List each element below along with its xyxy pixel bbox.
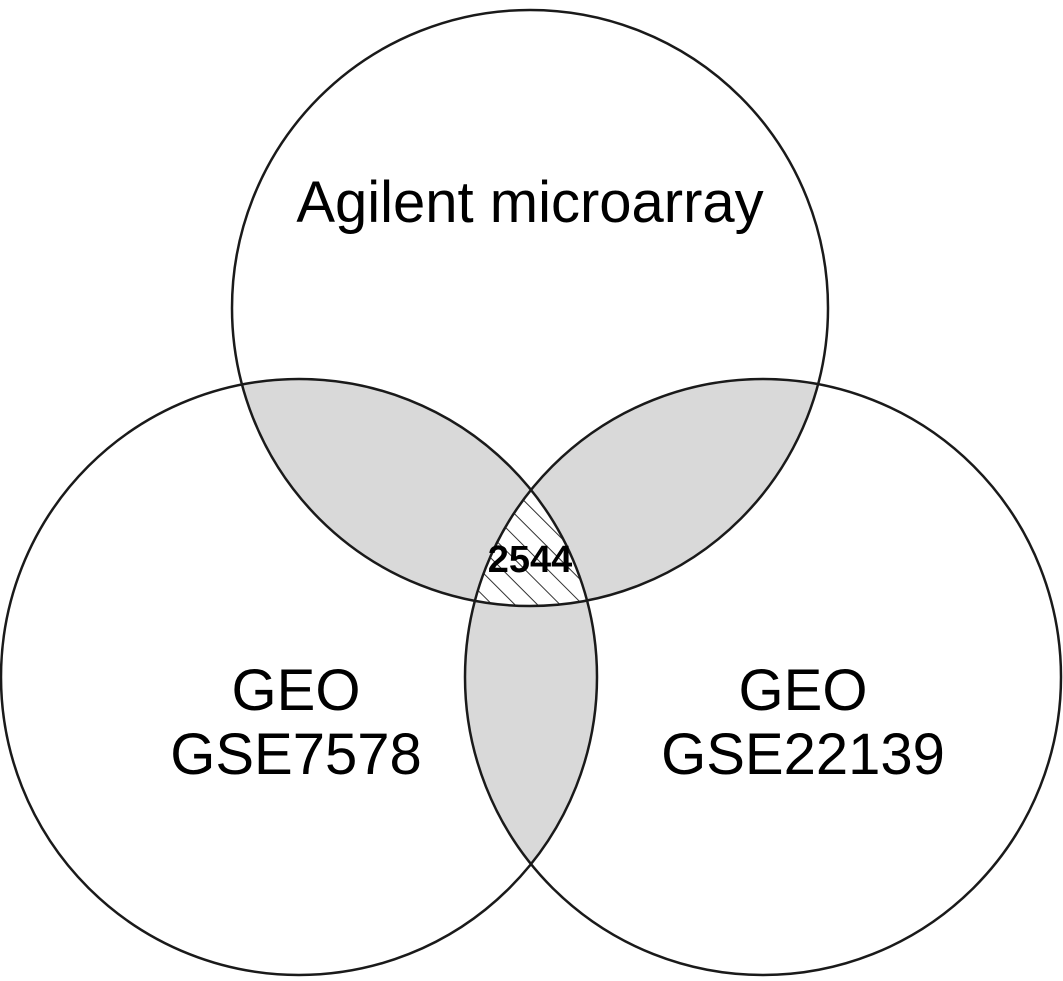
overlap-top-left-fill xyxy=(232,379,597,606)
set-label-gse22139-line2: GSE22139 xyxy=(661,722,945,787)
overlap-top-right xyxy=(465,379,828,606)
intersection-count: 2544 xyxy=(488,539,573,581)
overlap-top-right-fill xyxy=(465,379,828,606)
set-label-agilent: Agilent microarray xyxy=(296,170,763,235)
set-label-gse22139-line1: GEO xyxy=(739,658,868,723)
set-circle-gse7578 xyxy=(0,377,599,977)
set-circle-agilent xyxy=(230,8,830,608)
set-label-gse7578-line2: GSE7578 xyxy=(170,722,422,787)
overlap-top-left xyxy=(232,379,597,606)
set-label-gse7578-line1: GEO xyxy=(232,658,361,723)
set-circle-gse22139 xyxy=(463,377,1063,977)
